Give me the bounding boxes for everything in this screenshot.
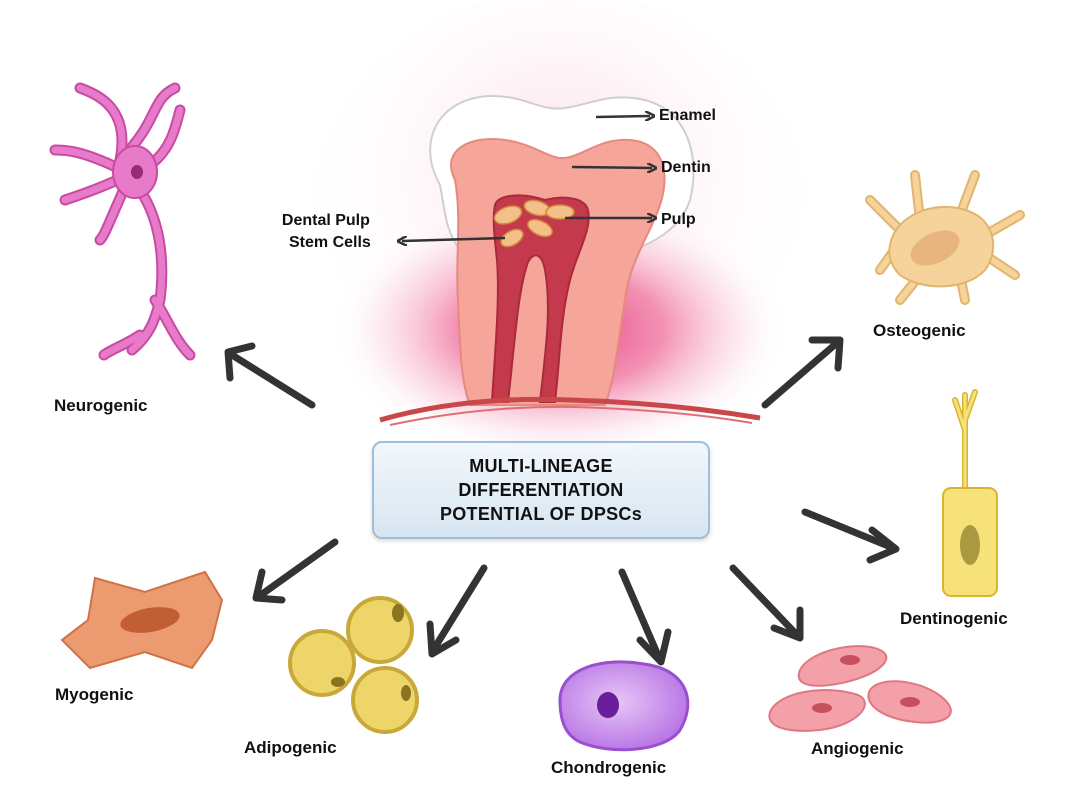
- adipocyte-cells-icon: [288, 596, 419, 734]
- odontoblast-cell-icon: [942, 389, 998, 597]
- angiogenic-label: Angiogenic: [811, 739, 904, 758]
- arrow-to-osteogenic: [761, 336, 844, 409]
- arrow-to-neurogenic: [224, 342, 316, 409]
- arrow-to-myogenic: [252, 538, 339, 604]
- dpsc-label-line1: Dental Pulp: [281, 212, 370, 229]
- dpsc-label-line2: Stem Cells: [289, 234, 371, 251]
- chondrocyte-cell-icon: [558, 660, 690, 752]
- dentin-pointer-arrow: [571, 167, 652, 168]
- myocyte-cell-icon: [60, 570, 224, 670]
- neurogenic-label: Neurogenic: [54, 396, 148, 415]
- center-title-line2: DIFFERENTIATION: [458, 480, 624, 500]
- stem-cells-pointer-arrow: [402, 238, 506, 241]
- pulp-chamber: [490, 194, 590, 403]
- dentin-label: Dentin: [661, 159, 711, 176]
- center-title-line3: POTENTIAL OF DPSCs: [439, 504, 643, 524]
- endothelial-cells-icon: [768, 645, 952, 732]
- center-title-box: MULTI-LINEAGE DIFFERENTIATION POTENTIAL …: [372, 441, 710, 539]
- tooth-illustration: [379, 94, 761, 426]
- osteocyte-cell-icon: [865, 170, 1025, 305]
- neuron-cell-icon: [49, 82, 196, 361]
- arrow-to-chondrogenic: [618, 568, 672, 666]
- enamel-pointer-arrow: [595, 116, 650, 117]
- dentinogenic-label: Dentinogenic: [900, 609, 1008, 628]
- arrow-to-dentinogenic: [801, 508, 900, 564]
- center-title: MULTI-LINEAGE DIFFERENTIATION POTENTIAL …: [440, 454, 642, 526]
- pulp-label: Pulp: [661, 211, 696, 228]
- enamel-label: Enamel: [659, 107, 716, 124]
- dental-pulp-stem-cells-label: Dental Pulp Stem Cells: [281, 210, 371, 254]
- osteogenic-label: Osteogenic: [873, 321, 966, 340]
- chondrogenic-label: Chondrogenic: [551, 758, 667, 777]
- arrow-to-adipogenic: [426, 564, 488, 658]
- dental-pulp-stem-cells: [493, 199, 575, 248]
- gum-line: [379, 396, 761, 423]
- differentiation-arrows: [224, 336, 900, 666]
- arrow-to-angiogenic: [729, 564, 804, 642]
- center-title-line1: MULTI-LINEAGE: [469, 456, 613, 476]
- adipogenic-label: Adipogenic: [244, 738, 337, 757]
- myogenic-label: Myogenic: [55, 685, 134, 704]
